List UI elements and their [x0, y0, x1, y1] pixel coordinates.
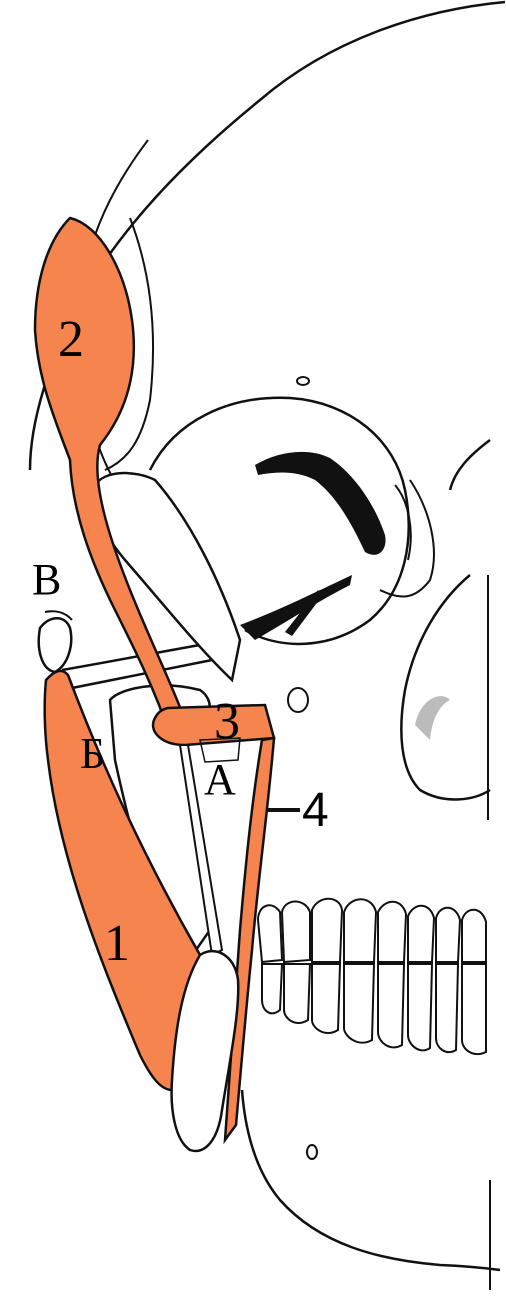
mandible-lower-outline	[240, 1089, 501, 1272]
pterygoid-plate-line	[199, 737, 241, 763]
mandible-angle	[170, 949, 240, 1153]
lower-teeth	[261, 963, 487, 1056]
infraorbital-foramen	[287, 687, 309, 713]
label-v: В	[32, 555, 61, 604]
label-b: Б	[80, 729, 105, 778]
label-4: 4	[302, 784, 329, 837]
zygomatic-outline	[379, 479, 435, 598]
label-1: 1	[104, 915, 130, 972]
orbit-shadow-lower	[240, 575, 352, 640]
label-2: 2	[58, 311, 84, 368]
condyle	[37, 617, 73, 674]
label-v-leader	[44, 610, 73, 621]
mental-foramen	[306, 1144, 318, 1160]
muscle-4-strip	[223, 736, 276, 1145]
orbit-shadow-upper	[255, 451, 386, 555]
orbit-inner-rim	[394, 484, 412, 561]
styloid-strut	[178, 744, 224, 957]
label-3: 3	[214, 693, 240, 750]
nasal-outline	[400, 439, 491, 801]
nasal-concha-shadow	[415, 696, 450, 740]
orbit-shadow-fissure	[285, 590, 322, 636]
supraorbital-foramen	[296, 376, 310, 386]
upper-teeth	[256, 897, 487, 964]
temporal-line	[104, 217, 155, 471]
label-a: А	[204, 755, 236, 804]
orbit-outline	[148, 396, 410, 646]
